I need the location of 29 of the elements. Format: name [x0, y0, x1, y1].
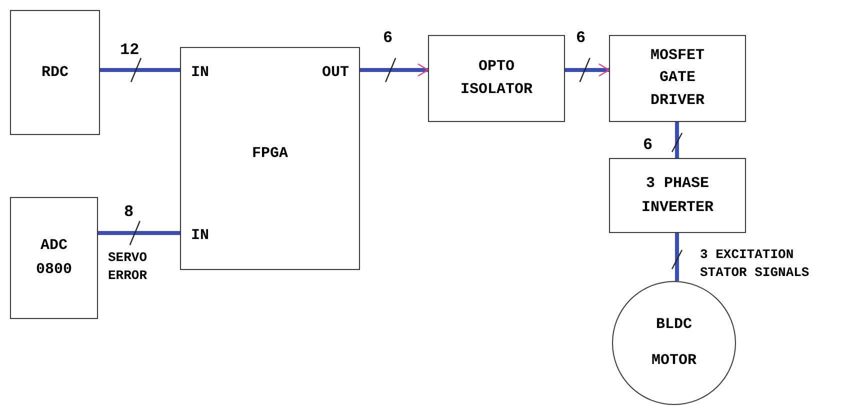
- block-label: 3 PHASE INVERTER: [640, 174, 714, 218]
- block-box: [428, 35, 565, 122]
- bus-line: [675, 233, 679, 281]
- bus-width-label: 12: [120, 40, 140, 61]
- block-label: MOSFET GATE DRIVER: [649, 46, 706, 111]
- block-box: [609, 158, 746, 233]
- block-box: [10, 197, 98, 319]
- bus-line: [675, 122, 679, 158]
- bus-line: [100, 68, 180, 72]
- arrow: [360, 63, 429, 77]
- block-label: OPTO ISOLATOR: [459, 57, 534, 100]
- signal-note: 3 EXCITATION STATOR SIGNALS: [700, 246, 810, 282]
- block-box: [180, 47, 360, 270]
- port-label: OUT: [322, 63, 349, 83]
- signal-note: SERVO ERROR: [108, 249, 148, 286]
- bus-width-label: 6: [576, 28, 586, 49]
- block-title: FPGA: [250, 144, 289, 164]
- arrow: [565, 63, 610, 77]
- bus-width-label: 6: [643, 135, 653, 156]
- block-label: BLDC MOTOR: [650, 315, 698, 371]
- port-label: IN: [191, 63, 210, 83]
- block-box: [10, 10, 100, 135]
- block-label: RDC: [40, 62, 70, 82]
- port-label: IN: [191, 226, 210, 246]
- bus-line: [98, 231, 180, 235]
- block-box: [609, 35, 746, 122]
- block-label: ADC 0800: [34, 236, 73, 280]
- bus-width-label: 8: [124, 202, 134, 223]
- bus-width-label: 6: [383, 28, 393, 49]
